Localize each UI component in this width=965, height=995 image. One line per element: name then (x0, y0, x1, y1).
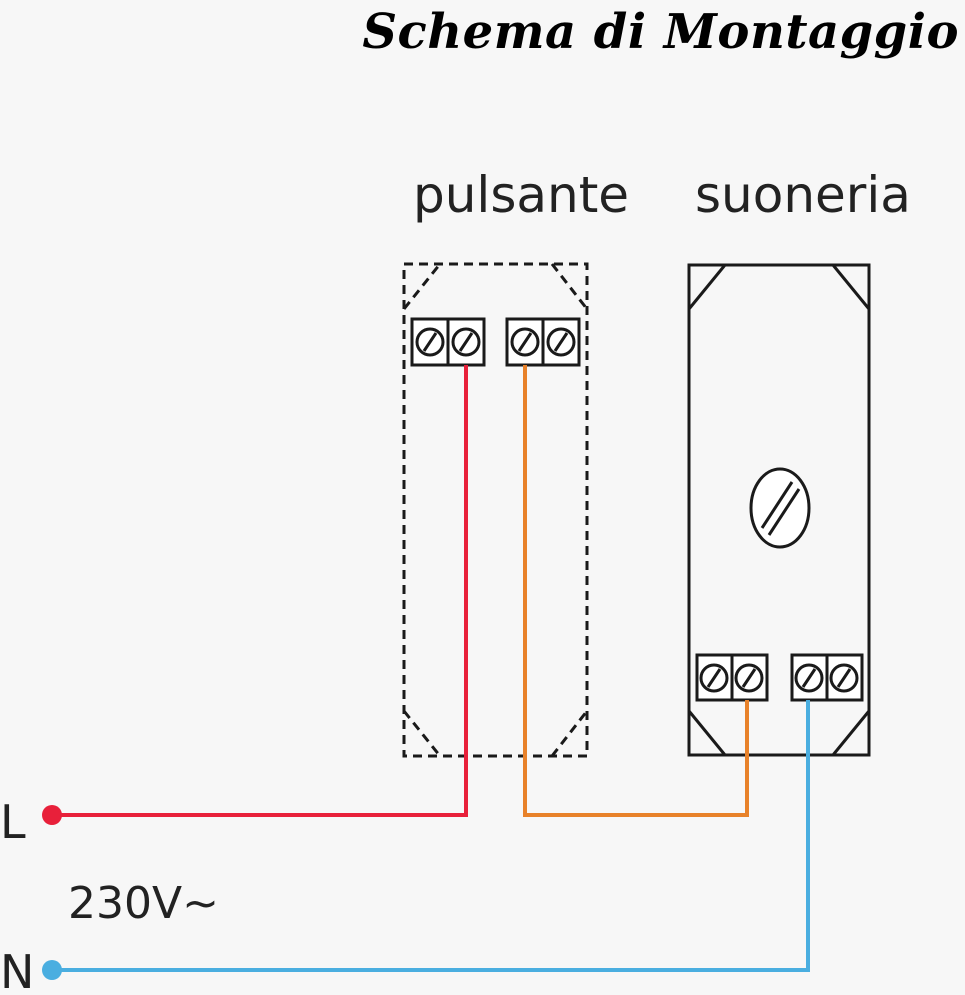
bell-terminal-block-left (695, 653, 769, 702)
pushbutton-label: pulsante (413, 166, 629, 224)
neutral-terminal-dot (42, 960, 62, 980)
pushbutton-terminal-block-left (410, 317, 486, 367)
bell-box (687, 263, 871, 757)
line-wire (52, 365, 468, 817)
line-label: L (0, 795, 26, 849)
diagram-title: Schema di Montaggio (362, 4, 959, 60)
line-terminal-dot (42, 805, 62, 825)
switched-wire (523, 365, 749, 817)
bell-label: suoneria (695, 166, 911, 224)
pushbutton-box (402, 262, 589, 758)
pushbutton-terminal-block-right (505, 317, 581, 367)
bell-terminal-block-right (790, 653, 864, 702)
bell-screw-icon (749, 467, 811, 549)
neutral-wire (52, 700, 810, 972)
neutral-label: N (0, 945, 34, 995)
voltage-label: 230V~ (68, 878, 219, 929)
